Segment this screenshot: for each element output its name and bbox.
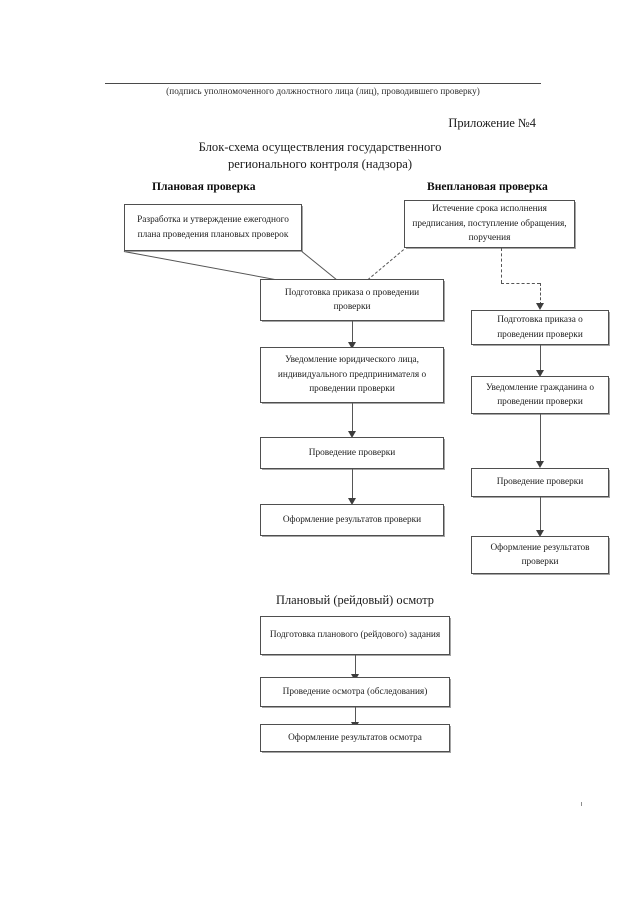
box-right-order: Подготовка приказа о проведении проверки <box>471 310 609 345</box>
appendix-label: Приложение №4 <box>448 116 536 130</box>
box-raid-results: Оформление результатов осмотра <box>260 724 450 752</box>
arrow-center-order-to-notice <box>348 342 356 349</box>
heading-raid-inspection: Плановый (рейдовый) осмотр <box>276 593 434 607</box>
connector-raid-conduct-to-results <box>355 707 356 725</box>
box-raid-conduct: Проведение осмотра (обследования) <box>260 677 450 707</box>
box-right-notice: Уведомление гражданина о проведении пров… <box>471 376 609 414</box>
box-raid-prepare-label: Подготовка планового (рейдового) задания <box>269 630 441 641</box>
box-right-notice-label: Уведомление гражданина о проведении пров… <box>485 382 595 408</box>
connector-center-notice-to-conduct <box>352 403 353 434</box>
connector-unplanned-to-right-vertical-b <box>540 283 541 305</box>
heading-unplanned-inspection: Внеплановая проверка <box>427 180 548 193</box>
arrow-center-conduct-to-results <box>348 498 356 505</box>
arrow-right-order-to-notice <box>536 370 544 377</box>
connector-unplanned-to-right-horizontal <box>501 283 540 284</box>
box-center-order: Подготовка приказа о проведении проверки <box>260 279 444 321</box>
box-raid-prepare: Подготовка планового (рейдового) задания <box>260 616 450 655</box>
connector-center-conduct-to-results <box>352 469 353 501</box>
box-raid-conduct-label: Проведение осмотра (обследования) <box>282 686 428 697</box>
arrow-center-notice-to-conduct <box>348 431 356 438</box>
connector-unplanned-to-center-diagonal <box>367 249 404 281</box>
box-unplanned-start-label: Истечение срока исполнения предписания, … <box>412 204 567 244</box>
arrow-right-notice-to-conduct <box>536 461 544 468</box>
connector-center-order-to-notice <box>352 321 353 345</box>
box-center-results: Оформление результатов проверки <box>260 504 444 536</box>
box-right-results: Оформление результатов проверки <box>471 536 609 574</box>
box-right-order-label: Подготовка приказа о проведении проверки <box>497 315 583 340</box>
box-planned-start: Разработка и утверждение ежегодного план… <box>124 204 302 251</box>
connector-planned-to-center-diagonal <box>301 251 337 281</box>
page-title-line-1: Блок-схема осуществления государственног… <box>198 140 442 154</box>
box-center-notice-label: Уведомление юридического лица, индивидуа… <box>277 355 427 395</box>
box-unplanned-start: Истечение срока исполнения предписания, … <box>404 200 575 248</box>
box-center-order-label: Подготовка приказа о проведении проверки <box>284 287 420 313</box>
box-right-conduct: Проведение проверки <box>471 468 609 497</box>
box-center-conduct-label: Проведение проверки <box>308 447 396 458</box>
signature-caption: (подпись уполномоченного должностного ли… <box>166 86 480 96</box>
heading-planned-inspection: Плановая проверка <box>152 180 256 193</box>
scan-artifact <box>581 802 582 806</box>
connector-unplanned-to-right-vertical-a <box>501 248 502 283</box>
arrow-unplanned-to-right <box>536 303 544 310</box>
box-right-conduct-label: Проведение проверки <box>496 477 584 488</box>
signature-rule <box>105 83 541 84</box>
box-center-conduct: Проведение проверки <box>260 437 444 469</box>
connector-raid-prepare-to-conduct <box>355 655 356 677</box>
connector-right-notice-to-conduct <box>540 414 541 464</box>
box-center-notice: Уведомление юридического лица, индивидуа… <box>260 347 444 403</box>
page-title: Блок-схема осуществления государственног… <box>150 139 490 173</box>
box-planned-start-label: Разработка и утверждение ежегодного план… <box>137 215 289 240</box>
box-raid-results-label: Оформление результатов осмотра <box>288 732 422 743</box>
page-title-line-2: регионального контроля (надзора) <box>227 157 413 171</box>
connector-right-conduct-to-results <box>540 497 541 533</box>
box-right-results-label: Оформление результатов проверки <box>490 542 590 568</box>
box-center-results-label: Оформление результатов проверки <box>282 514 422 525</box>
arrow-right-conduct-to-results <box>536 530 544 537</box>
connector-right-order-to-notice <box>540 345 541 373</box>
